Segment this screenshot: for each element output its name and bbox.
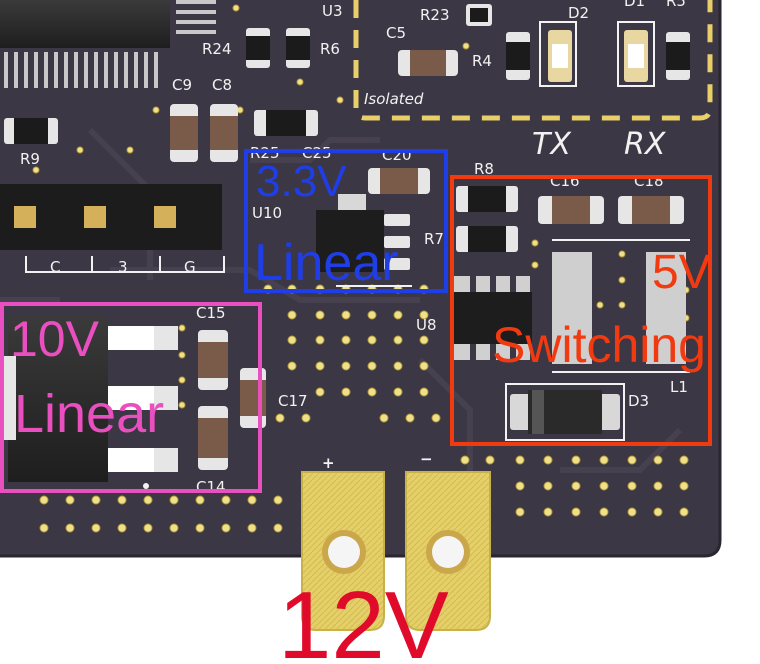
board-edge bbox=[0, 0, 722, 558]
label-10v-linear: Linear bbox=[14, 384, 164, 444]
resistor-r9 bbox=[4, 118, 58, 144]
capacitor-c18 bbox=[618, 196, 684, 224]
ref-c5: C5 bbox=[386, 24, 406, 42]
capacitor-c9 bbox=[170, 104, 198, 162]
ref-c15: C15 bbox=[196, 304, 226, 322]
label-isolated: Isolated bbox=[364, 90, 424, 108]
diode-d3 bbox=[505, 383, 625, 441]
ref-d2: D2 bbox=[568, 4, 589, 22]
ref-r5: R5 bbox=[666, 0, 686, 10]
ic-10v-regulator bbox=[0, 316, 178, 489]
label-rx: RX bbox=[624, 127, 667, 162]
resistor-r5 bbox=[666, 32, 690, 80]
box-10v bbox=[0, 302, 262, 493]
pin-header bbox=[0, 184, 225, 273]
ic-u10 bbox=[316, 194, 412, 287]
capacitor-c17 bbox=[240, 368, 266, 428]
label-minus: − bbox=[420, 450, 433, 468]
annotation-5v: 5V Switching bbox=[450, 175, 712, 446]
terminal-negative bbox=[405, 471, 491, 631]
ref-u8: U8 bbox=[416, 316, 437, 334]
ref-r9: R9 bbox=[20, 150, 40, 168]
ref-c16: C16 bbox=[550, 172, 580, 190]
resistor-r24 bbox=[246, 28, 270, 68]
header-pin-g: G bbox=[184, 258, 196, 276]
label-plus: + bbox=[322, 454, 335, 472]
ref-r8: R8 bbox=[474, 160, 494, 178]
resistor-r7 bbox=[456, 226, 518, 252]
header-pin-c: C bbox=[50, 258, 60, 276]
led-d2 bbox=[539, 21, 577, 87]
label-tx: TX bbox=[532, 127, 572, 162]
resistor-r25 bbox=[254, 110, 318, 136]
ref-d1: D1 bbox=[624, 0, 645, 10]
label-12v: 12V bbox=[278, 572, 449, 664]
ref-r7: R7 bbox=[424, 230, 444, 248]
qfp-ic bbox=[0, 0, 216, 88]
inductor-l1 bbox=[552, 239, 690, 373]
resistor-r4 bbox=[506, 32, 530, 80]
ref-c17: C17 bbox=[278, 392, 308, 410]
capacitor-c20 bbox=[368, 168, 430, 194]
label-3v3-linear: Linear bbox=[254, 234, 399, 292]
ref-d3: D3 bbox=[628, 392, 649, 410]
smd-capacitors bbox=[170, 50, 684, 470]
ref-c9: C9 bbox=[172, 76, 192, 94]
annotation-10v: 10V Linear bbox=[0, 302, 262, 493]
ref-r23: R23 bbox=[420, 6, 450, 24]
ref-r24: R24 bbox=[202, 40, 232, 58]
led-d1 bbox=[617, 21, 655, 87]
resistor-r8 bbox=[456, 186, 518, 212]
header-pin-3: 3 bbox=[118, 258, 128, 276]
ref-r6: R6 bbox=[320, 40, 340, 58]
annotation-3v3: 3.3V Linear bbox=[244, 149, 448, 293]
ref-c8: C8 bbox=[212, 76, 232, 94]
ref-l1: L1 bbox=[670, 378, 688, 396]
capacitor-c5 bbox=[398, 50, 458, 76]
ref-u3: U3 bbox=[322, 2, 343, 20]
label-10v: 10V bbox=[10, 311, 100, 367]
terminal-positive bbox=[301, 471, 385, 631]
ref-c18: C18 bbox=[634, 172, 664, 190]
label-5v: 5V bbox=[652, 246, 711, 299]
ref-r4: R4 bbox=[472, 52, 492, 70]
box-3v3 bbox=[244, 149, 448, 293]
capacitor-c14 bbox=[198, 406, 228, 470]
capacitor-c8 bbox=[210, 104, 238, 162]
label-5v-switching: Switching bbox=[492, 317, 706, 373]
capacitor-c16 bbox=[538, 196, 604, 224]
label-3v3: 3.3V bbox=[256, 157, 347, 206]
ref-c14: C14 bbox=[196, 478, 226, 496]
ref-c20: C20 bbox=[382, 146, 412, 164]
ref-u10: U10 bbox=[252, 204, 282, 222]
smd-resistors bbox=[4, 4, 690, 252]
box-5v bbox=[450, 175, 712, 446]
resistor-r6 bbox=[286, 28, 310, 68]
capacitor-c15 bbox=[198, 330, 228, 390]
ic-u8 bbox=[452, 276, 532, 360]
resistor-r23 bbox=[466, 4, 492, 26]
